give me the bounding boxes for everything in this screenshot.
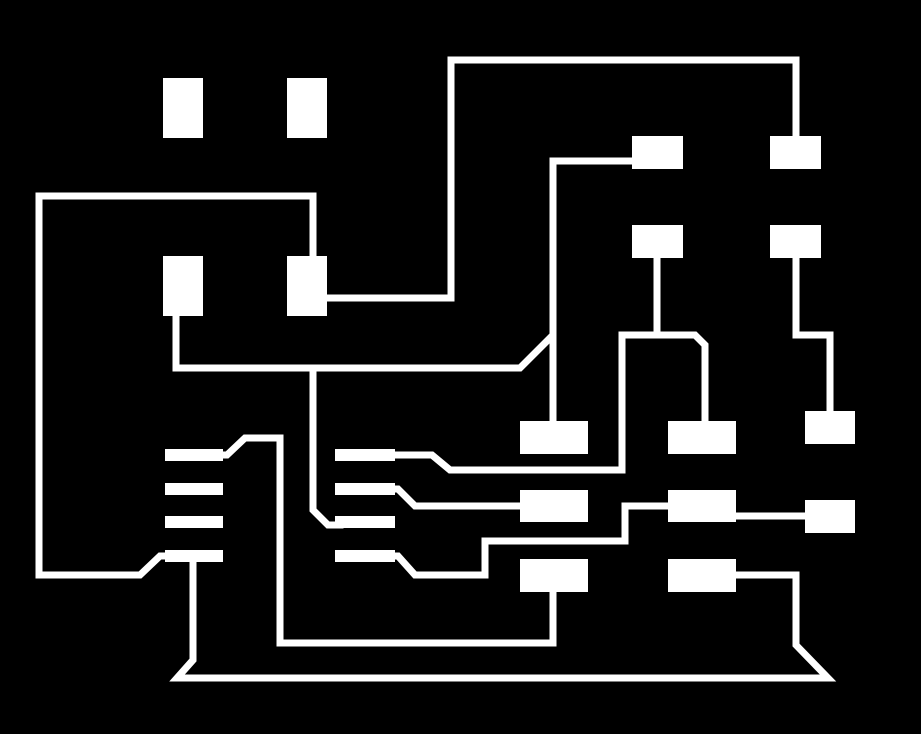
ic-pin <box>335 516 395 528</box>
ic-pin <box>165 516 223 528</box>
trace-ic-pin3 <box>309 364 344 529</box>
ic-pin <box>165 483 223 495</box>
pad <box>520 559 588 592</box>
pad <box>632 136 683 169</box>
ic-pin <box>165 449 223 461</box>
pad <box>520 490 588 522</box>
trace-ic-pin1 <box>216 434 557 647</box>
pad <box>287 78 327 138</box>
pad <box>668 559 736 592</box>
ic-pin <box>165 550 223 562</box>
trace-bottom-loop <box>169 552 837 682</box>
pad <box>163 256 203 316</box>
trace-ic-pin5 <box>386 502 672 579</box>
ic-pin <box>335 483 395 495</box>
pad <box>632 225 683 258</box>
pad <box>668 421 736 454</box>
pad <box>770 136 821 169</box>
trace-gnd-left <box>35 192 317 579</box>
ic-pin <box>335 550 395 562</box>
trace-top-loop <box>323 56 800 302</box>
ic-pin <box>335 449 395 461</box>
pad <box>287 256 327 316</box>
pad <box>805 411 855 444</box>
pads <box>163 78 855 592</box>
pad <box>520 421 588 454</box>
pad <box>770 225 821 258</box>
trace-resistor-net-b <box>653 331 709 425</box>
pad <box>805 500 855 533</box>
traces <box>35 56 837 682</box>
trace-resistor-net-c <box>792 254 834 415</box>
pad <box>163 78 203 138</box>
trace-mid-bus <box>172 157 636 372</box>
pad <box>668 490 736 522</box>
